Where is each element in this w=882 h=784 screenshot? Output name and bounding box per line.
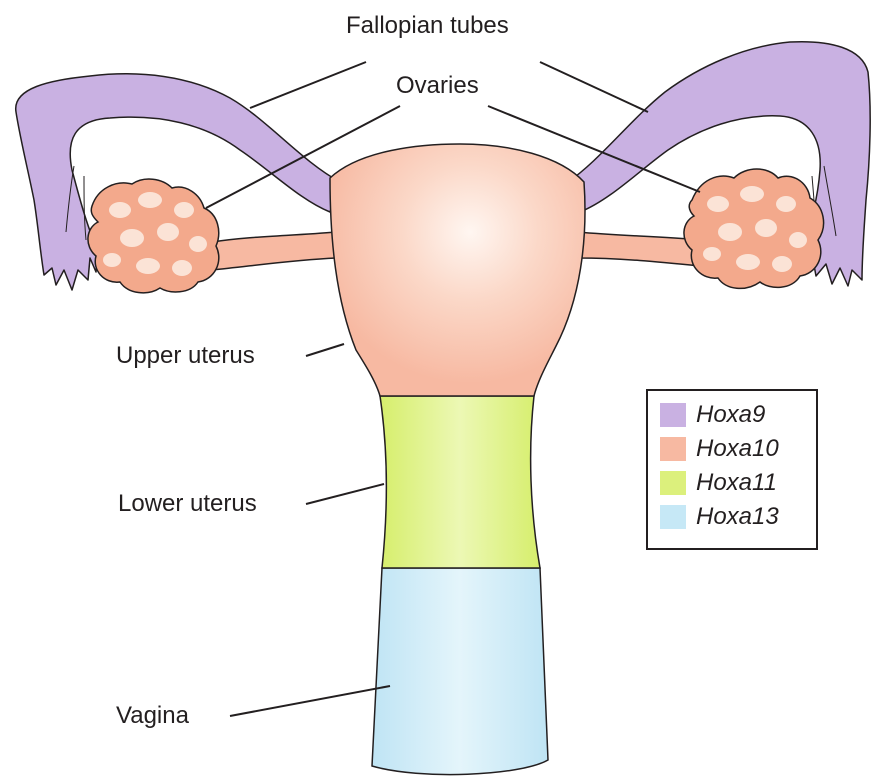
label-ovaries: Ovaries (396, 74, 479, 98)
left-ovarian-ligament (212, 232, 336, 270)
legend-swatch (660, 403, 686, 427)
legend-swatch (660, 505, 686, 529)
label-vagina: Vagina (116, 704, 189, 728)
right-ovarian-ligament (578, 232, 700, 266)
legend-label: Hoxa10 (696, 437, 779, 461)
legend-label: Hoxa11 (696, 471, 777, 495)
legend: Hoxa9 Hoxa10 Hoxa11 Hoxa13 (646, 389, 818, 550)
left-ovary (88, 179, 219, 293)
fallopian-right-leader (540, 62, 648, 112)
label-fallopian-tubes: Fallopian tubes (346, 14, 509, 38)
legend-label: Hoxa13 (696, 505, 779, 529)
legend-item-hoxa10: Hoxa10 (660, 432, 816, 466)
upper-uterus (330, 144, 585, 396)
legend-item-hoxa13: Hoxa13 (660, 500, 816, 534)
legend-swatch (660, 437, 686, 461)
label-lower-uterus: Lower uterus (118, 492, 257, 516)
right-ovary (684, 169, 824, 288)
legend-label: Hoxa9 (696, 403, 765, 427)
lower-uterus (380, 396, 540, 568)
legend-item-hoxa9: Hoxa9 (660, 398, 816, 432)
label-upper-uterus: Upper uterus (116, 344, 255, 368)
vagina (372, 568, 548, 775)
legend-swatch (660, 471, 686, 495)
upper-uterus-leader (306, 344, 344, 356)
lower-uterus-leader (306, 484, 384, 504)
fallopian-left-leader (250, 62, 366, 108)
legend-item-hoxa11: Hoxa11 (660, 466, 816, 500)
vagina-leader (230, 686, 390, 716)
